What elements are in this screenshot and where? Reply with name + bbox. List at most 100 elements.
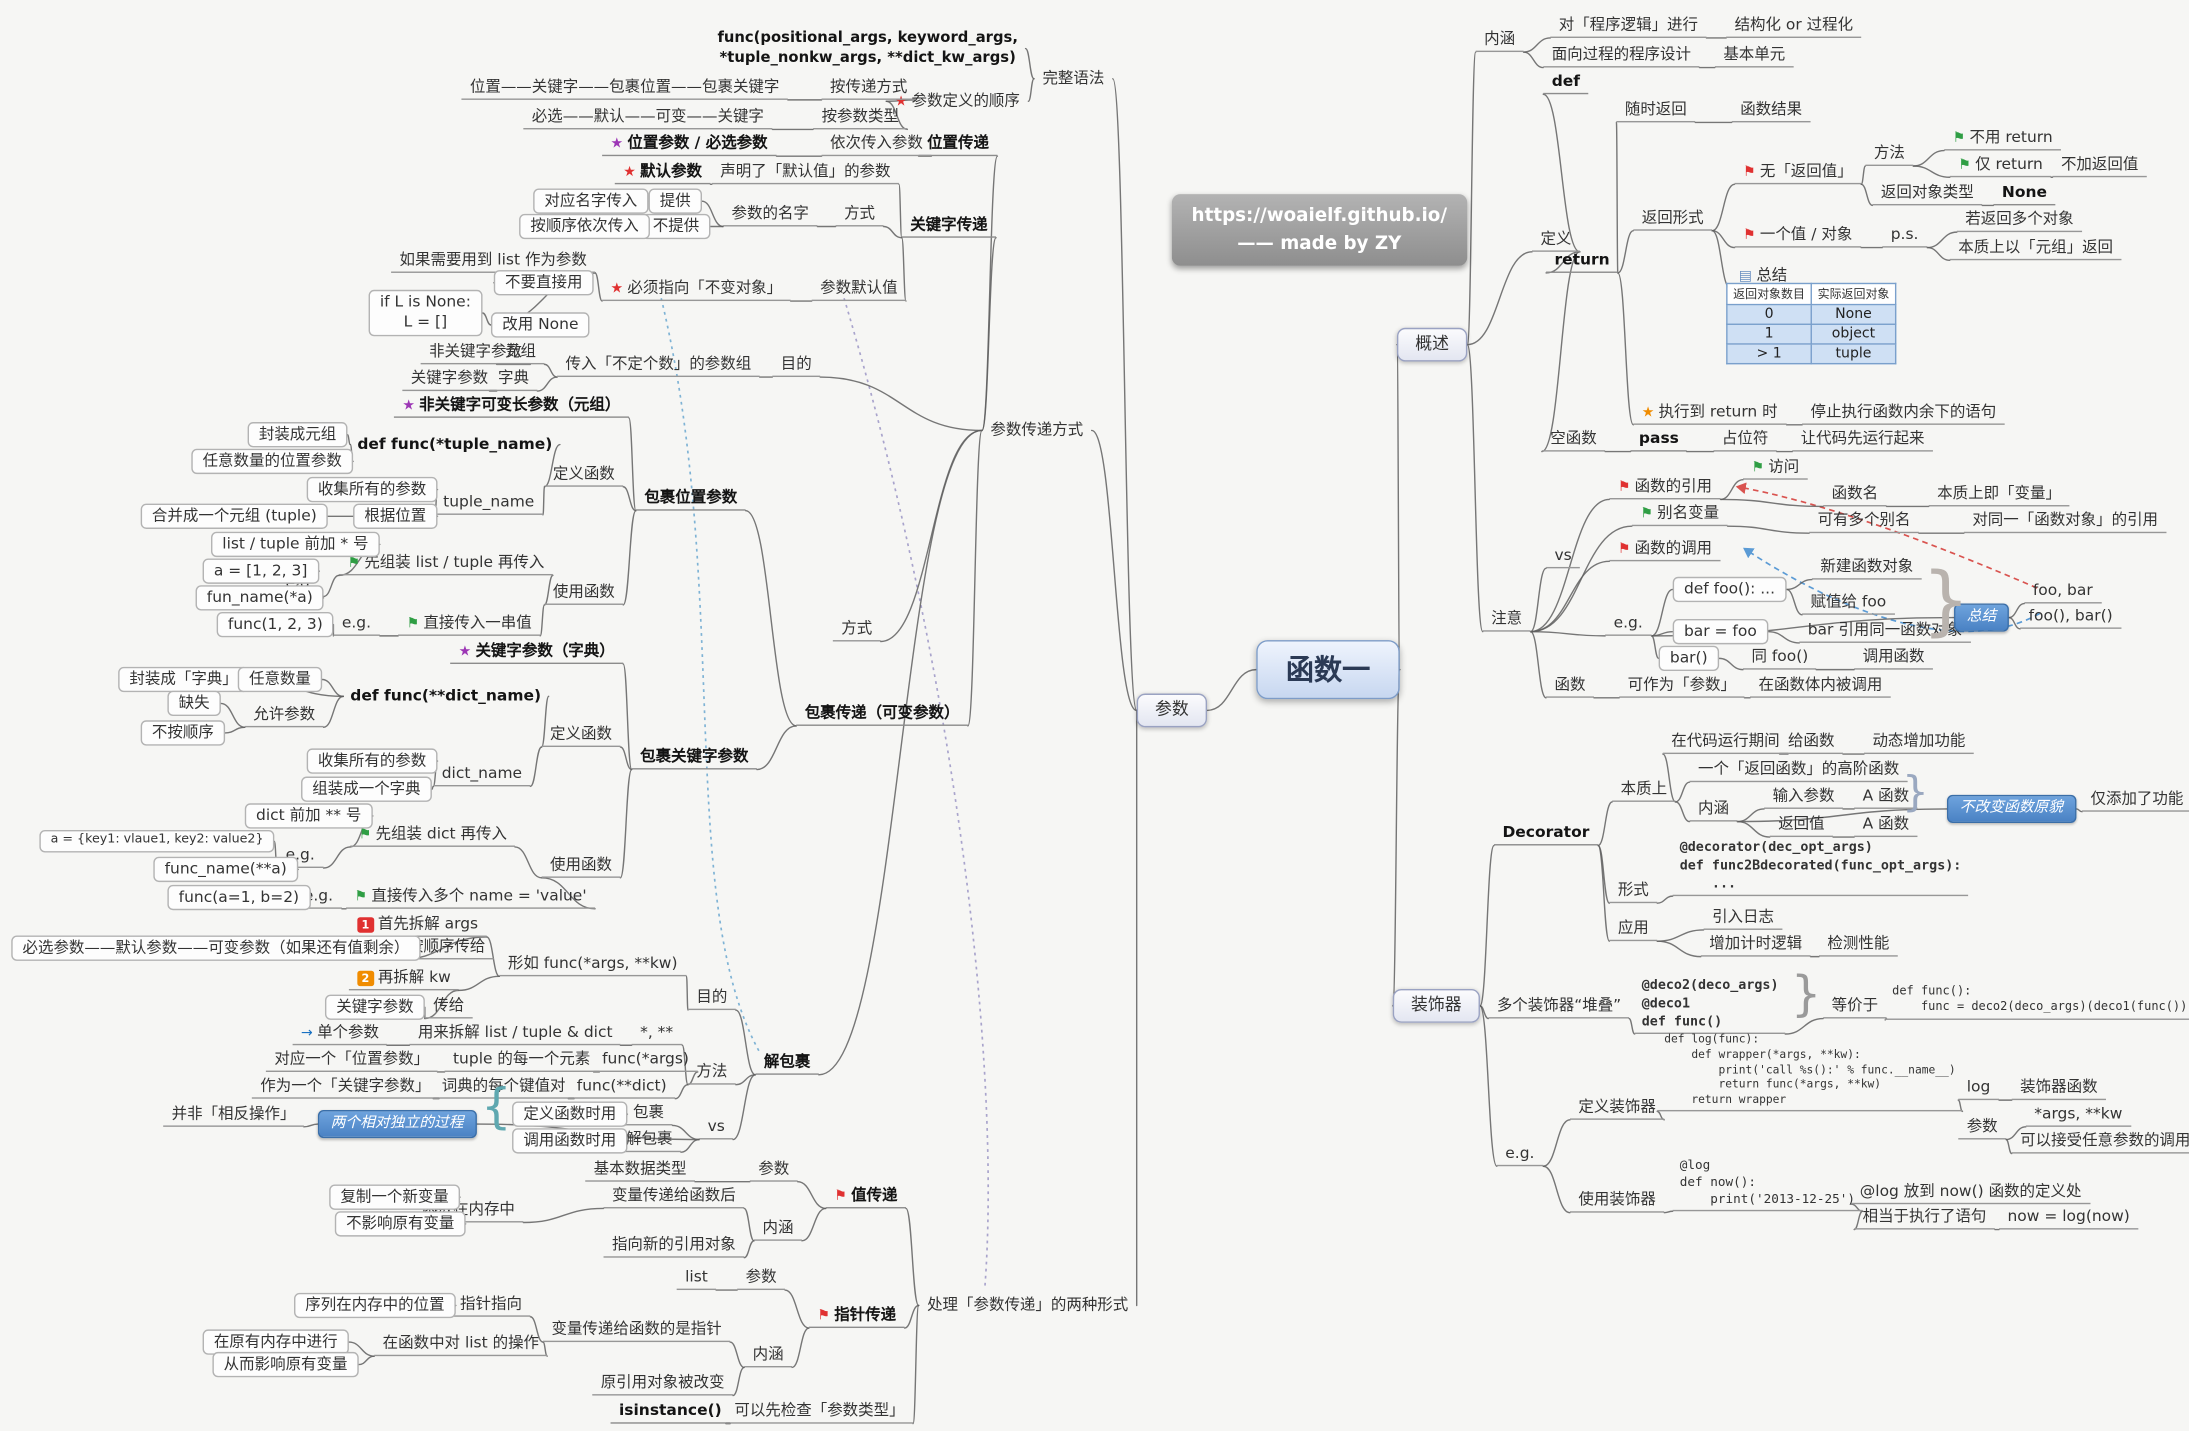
node-sjsy[interactable]: 收集所有的参数 <box>306 476 438 503</box>
node-zzzx[interactable]: 指针指向 <box>451 1293 531 1318</box>
node-hbyz[interactable]: 合并成一个元组 (tuple) <box>140 503 329 530</box>
node-bytype[interactable]: 按参数类型 <box>813 106 908 130</box>
node-hsdy[interactable]: ⚑函数的调用 <box>1609 537 1721 562</box>
node-deftuple[interactable]: def func(*tuple_name) <box>350 433 559 456</box>
node-bjfhz[interactable]: 不加返回值 <box>2052 153 2147 178</box>
node-valp[interactable]: ⚑值传递 <box>825 1185 906 1209</box>
node-bzys[interactable]: 本质上以「元组」返回 <box>1949 236 2122 261</box>
node-yxcs[interactable]: 允许参数 <box>244 703 324 728</box>
node-nh1[interactable]: 内涵 <box>754 1217 802 1242</box>
node-nho[interactable]: 内涵 <box>1475 28 1524 53</box>
node-barfoo[interactable]: bar = foo <box>1672 618 1769 645</box>
node-fnaa[interactable]: func_name(**a) <box>153 856 299 883</box>
node-fs2[interactable]: 方式 <box>832 618 881 642</box>
node-bzj[interactable]: 本质上即「变量」 <box>1928 483 2070 507</box>
node-decl[interactable]: 声明了「默认值」的参数 <box>711 160 899 185</box>
node-czlist[interactable]: 在函数中对 list 的操作 <box>374 1332 548 1357</box>
node-dyzsq[interactable]: 定义装饰器 <box>1569 1096 1665 1121</box>
node-kwp2[interactable]: 关键字参数 <box>402 367 497 392</box>
node-chuanru[interactable]: 传入「不定个数」的参数组 <box>557 353 760 378</box>
node-kzw[interactable]: 可作为「参数」 <box>1619 674 1745 699</box>
node-mude2[interactable]: 目的 <box>687 986 736 1011</box>
node-sfn2[interactable]: 使用函数 <box>541 854 621 879</box>
node-dyhs3[interactable]: 调用函数 <box>1854 646 1933 671</box>
node-bgb[interactable]: 不改变函数原貌 <box>1947 794 2076 823</box>
node-vs2[interactable]: vs <box>1546 544 1581 569</box>
node-ff2[interactable]: 方法 <box>687 1061 736 1086</box>
node-xjhs[interactable]: 新建函数对象 <box>1811 556 1922 581</box>
node-mustpoint[interactable]: ★必须指向「不变对象」 <box>602 277 791 302</box>
node-mxgc[interactable]: 面向过程的程序设计 <box>1543 44 1700 68</box>
node-overview[interactable]: 概述 <box>1396 327 1468 361</box>
node-zxxy[interactable]: 指向新的引用对象 <box>603 1234 745 1259</box>
node-ghs[interactable]: 给函数 <box>1779 730 1843 755</box>
node-rysl2[interactable]: 任意数量 <box>237 666 323 693</box>
node-barc[interactable]: bar() <box>1658 645 1719 672</box>
node-defo[interactable]: def <box>1543 70 1589 95</box>
node-ptm[interactable]: 参数传递方式 <box>982 419 1092 442</box>
node-yrrz[interactable]: 引入日志 <box>1703 906 1783 931</box>
node-hsjg[interactable]: 函数结果 <box>1731 98 1811 123</box>
node-fab[interactable]: func(a=1, b=2) <box>167 884 311 911</box>
node-zhst[interactable]: 在函数体内被调用 <box>1750 674 1891 699</box>
node-jbsj[interactable]: 基本数据类型 <box>585 1158 695 1183</box>
node-bg_d[interactable]: 包裹 <box>624 1102 673 1126</box>
node-eg6[interactable]: e.g. <box>1496 1142 1543 1167</box>
node-nh3[interactable]: 内涵 <box>1689 798 1738 822</box>
node-cg2[interactable]: 传给 <box>424 995 473 1019</box>
node-dcode[interactable]: @decorator(dec_opt_args) def func2Bdecor… <box>1672 838 1969 897</box>
node-rdm[interactable]: 让代码先运行起来 <box>1792 428 1933 453</box>
node-dfn1[interactable]: 定义函数 <box>544 463 624 488</box>
node-byr[interactable]: ⚑不用 return <box>1944 127 2062 151</box>
node-fhz2[interactable]: 返回值 <box>1769 813 1834 838</box>
node-fzzd[interactable]: 封装成「字典」 <box>118 666 250 693</box>
node-xingru[interactable]: 形如 func(*args, **kw) <box>499 952 686 977</box>
node-zw1[interactable]: 作为一个「关键字参数」 <box>251 1075 439 1100</box>
node-xdy[interactable]: 相当于执行了语句 <box>1854 1206 1995 1230</box>
node-kwp3[interactable]: 关键字参数 <box>324 994 425 1021</box>
node-bass[interactable]: 不按顺序 <box>140 720 226 747</box>
node-jcxn[interactable]: 检测性能 <box>1818 933 1898 958</box>
node-byway[interactable]: 按传递方式 <box>821 76 916 101</box>
node-dname[interactable]: dict_name <box>433 762 531 787</box>
node-nonet[interactable]: None <box>1993 181 2056 206</box>
node-zj2[interactable]: ⚑直接传入多个 name = 'value' <box>346 885 596 910</box>
node-ncode[interactable]: @log def now(): print('2013-12-25') <box>1672 1156 1863 1212</box>
node-hsyy[interactable]: ⚑函数的引用 <box>1609 475 1721 500</box>
node-zhuyi[interactable]: 注意 <box>1482 608 1531 633</box>
node-pos[interactable]: 位置传递 <box>918 132 998 157</box>
node-bytypelist[interactable]: 必选——默认——可变——关键字 <box>523 106 773 130</box>
node-fz1[interactable]: 复制一个新变量 <box>329 1184 461 1211</box>
node-fzg[interactable]: 赋值给 foo <box>1802 591 1895 616</box>
node-bingfei[interactable]: 并非「相反操作」 <box>163 1103 304 1128</box>
node-isin[interactable]: isinstance() <box>610 1400 731 1425</box>
node-jtj[interactable]: 仅添加了功能 <box>2082 788 2189 813</box>
node-dcx[interactable]: 对「程序逻辑」进行 <box>1550 14 1707 39</box>
node-passn[interactable]: pass <box>1630 428 1688 453</box>
node-defdict[interactable]: def func(**dict_name) <box>343 685 548 708</box>
node-wfhz[interactable]: ⚑无「返回值」 <box>1734 160 1862 185</box>
node-bgpos[interactable]: 包裹位置参数 <box>635 487 746 512</box>
node-lfang[interactable]: @log 放到 now() 函数的定义处 <box>1851 1180 2090 1205</box>
node-bzs[interactable]: 本质上 <box>1612 778 1676 803</box>
node-kongh[interactable]: 空函数 <box>1541 428 1606 453</box>
node-vardict[interactable]: ★关键字参数（字典） <box>450 640 624 665</box>
node-scode[interactable]: @deco2(deco_args) @deco1 def func() <box>1634 976 1786 1035</box>
node-tname[interactable]: tuple_name <box>434 491 543 516</box>
node-qj2[interactable]: dict 前加 ** 号 <box>244 803 373 830</box>
node-gaiyong[interactable]: 改用 None <box>490 312 590 339</box>
node-feikw[interactable]: 非关键字参数 <box>420 340 531 365</box>
node-sjsy2[interactable]: 收集所有的参数 <box>306 748 438 775</box>
node-pname[interactable]: 参数的名字 <box>723 203 818 227</box>
node-bixuan[interactable]: 必选参数——默认参数——可变参数（如果还有值剩余） <box>11 935 421 962</box>
node-fargs[interactable]: func(*args) <box>593 1048 698 1073</box>
node-quexi[interactable]: 缺失 <box>167 690 221 717</box>
node-hsn[interactable]: 函数 <box>1546 674 1594 699</box>
node-blzz[interactable]: 变量传递给函数的是指针 <box>543 1318 731 1343</box>
node-unwrap[interactable]: 解包裹 <box>755 1051 819 1076</box>
node-posin[interactable]: 依次传入参数 <box>821 132 932 157</box>
node-ptrp[interactable]: ⚑指针传递 <box>808 1304 905 1329</box>
node-srp[interactable]: 输入参数 <box>1764 785 1843 810</box>
